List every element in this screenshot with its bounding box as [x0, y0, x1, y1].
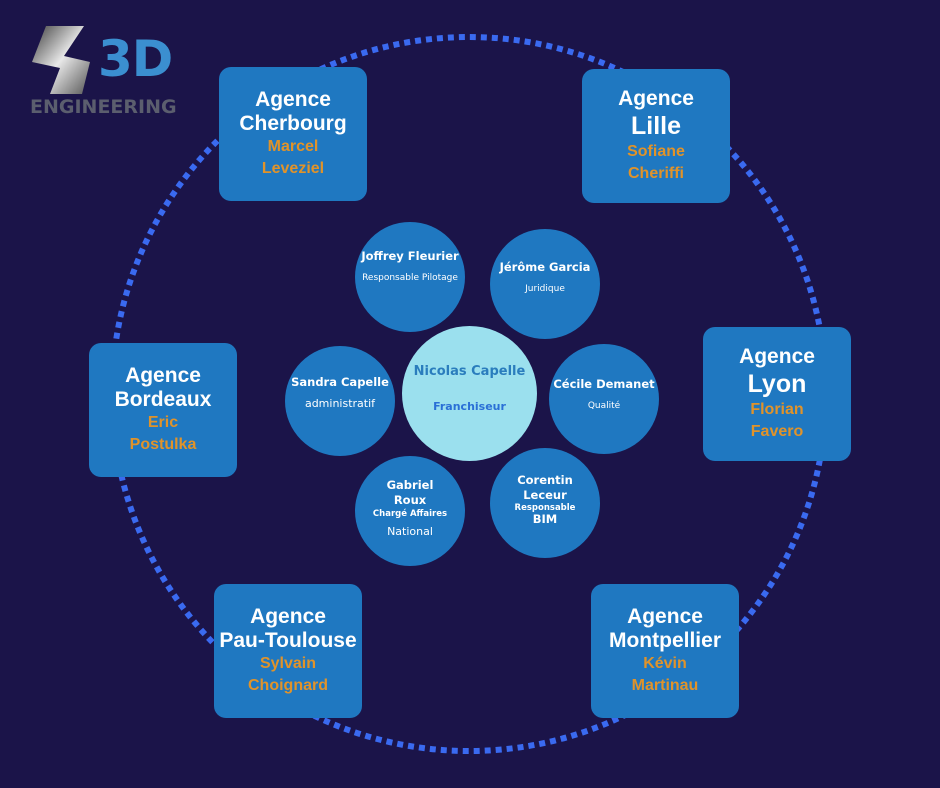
- agency-manager-last: Leveziel: [261, 160, 325, 177]
- agency-city: Cherbourg: [239, 112, 347, 135]
- member-role: Chargé Affaires: [372, 509, 448, 519]
- agency-city: Bordeaux: [114, 388, 212, 411]
- member-name: Jérôme Garcia: [499, 259, 591, 274]
- agency-label: Agence: [618, 87, 694, 110]
- agency-manager-last: Martinau: [631, 677, 699, 694]
- member-role: Responsable Pilotage: [362, 272, 458, 283]
- agency-city: Lyon: [747, 370, 807, 398]
- company-logo: 3D ENGINEERING: [26, 22, 186, 122]
- team-bubble-joffrey[interactable]: Joffrey Fleurier Responsable Pilotage: [355, 222, 465, 332]
- member-name-first: Corentin: [517, 472, 573, 487]
- agency-label: Agence: [627, 605, 703, 628]
- agency-lyon[interactable]: Agence Lyon Florian Favero: [703, 327, 851, 461]
- member-role: Qualité: [587, 400, 621, 411]
- franchiseur-role: Franchiseur: [433, 400, 506, 413]
- logo-subtitle: ENGINEERING: [30, 96, 177, 118]
- member-name-last: Leceur: [523, 487, 567, 502]
- agency-city: Montpellier: [608, 629, 721, 652]
- team-bubble-jerome[interactable]: Jérôme Garcia Juridique: [490, 229, 600, 339]
- logo-mark: 3D: [98, 30, 173, 88]
- member-role: Juridique: [525, 283, 565, 294]
- member-role-scope: National: [387, 525, 433, 538]
- agency-label: Agence: [739, 345, 815, 368]
- member-name: Sandra Capelle: [291, 374, 389, 389]
- agency-bordeaux[interactable]: Agence Bordeaux Eric Postulka: [89, 343, 237, 477]
- agency-label: Agence: [125, 364, 201, 387]
- s-logo-icon: [32, 26, 90, 94]
- team-bubble-sandra[interactable]: Sandra Capelle administratif: [285, 346, 395, 456]
- agency-cherbourg[interactable]: Agence Cherbourg Marcel Leveziel: [219, 67, 367, 201]
- agency-lille[interactable]: Agence Lille Sofiane Cheriffi: [582, 69, 730, 203]
- team-bubble-gabriel[interactable]: Gabriel Roux Chargé Affaires National: [355, 456, 465, 566]
- agency-manager-first: Marcel: [267, 138, 319, 155]
- agency-manager-last: Favero: [750, 423, 804, 440]
- agency-city: Lille: [630, 112, 681, 140]
- team-bubble-cecile[interactable]: Cécile Demanet Qualité: [549, 344, 659, 454]
- agency-manager-first: Eric: [147, 414, 179, 431]
- agency-manager-first: Sylvain: [259, 655, 317, 672]
- member-name: Cécile Demanet: [553, 376, 655, 391]
- member-name-last: Roux: [393, 493, 427, 507]
- member-role: administratif: [304, 396, 376, 410]
- agency-pau-toulouse[interactable]: Agence Pau-Toulouse Sylvain Choignard: [214, 584, 362, 718]
- agency-manager-last: Postulka: [129, 436, 197, 453]
- agency-montpellier[interactable]: Agence Montpellier Kévin Martinau: [591, 584, 739, 718]
- member-name-first: Gabriel: [386, 478, 434, 492]
- agency-manager-first: Florian: [750, 401, 804, 418]
- agency-city: Pau-Toulouse: [219, 629, 357, 652]
- member-role-area: BIM: [532, 511, 558, 526]
- agency-label: Agence: [250, 605, 326, 628]
- agency-manager-first: Kévin: [643, 655, 687, 672]
- agency-manager-last: Cheriffi: [628, 165, 684, 182]
- member-role: Responsable: [514, 502, 576, 513]
- agency-manager-last: Choignard: [248, 677, 328, 694]
- agency-manager-first: Sofiane: [627, 143, 685, 160]
- center-bubble-franchiseur[interactable]: Nicolas Capelle Franchiseur: [402, 326, 537, 461]
- team-bubble-corentin[interactable]: Corentin Leceur Responsable BIM: [490, 448, 600, 558]
- agency-label: Agence: [255, 88, 331, 111]
- franchiseur-name: Nicolas Capelle: [413, 364, 526, 379]
- member-name: Joffrey Fleurier: [361, 248, 459, 263]
